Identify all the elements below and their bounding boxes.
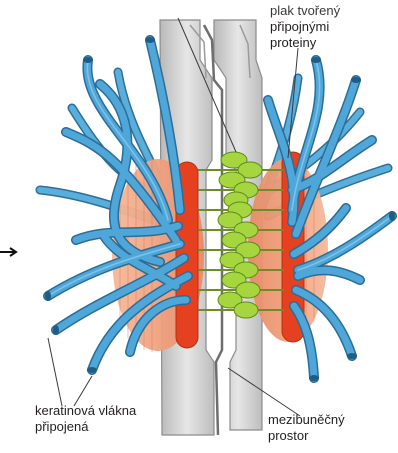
keratin-label-line1: keratinová vlákna bbox=[35, 403, 136, 419]
intercellular-space-label: mezibuněčný prostor bbox=[268, 412, 345, 444]
plaque-label: plak tvořený připojnými proteiny bbox=[270, 3, 340, 51]
intercellular-space-label-line2: prostor bbox=[268, 428, 345, 444]
plaque-label-line2: připojnými bbox=[270, 19, 340, 35]
keratin-pointer-line bbox=[74, 376, 92, 406]
keratin-label: keratinová vlákna připojená bbox=[35, 403, 136, 435]
plaque-label-line3: proteiny bbox=[270, 35, 340, 51]
plaque-label-line1: plak tvořený bbox=[270, 3, 340, 19]
left-edge-arrow bbox=[0, 248, 16, 256]
keratin-pointer-line bbox=[48, 338, 62, 406]
intercellular-space-label-line1: mezibuněčný bbox=[268, 412, 345, 428]
keratin-label-line2: připojená bbox=[35, 419, 136, 435]
